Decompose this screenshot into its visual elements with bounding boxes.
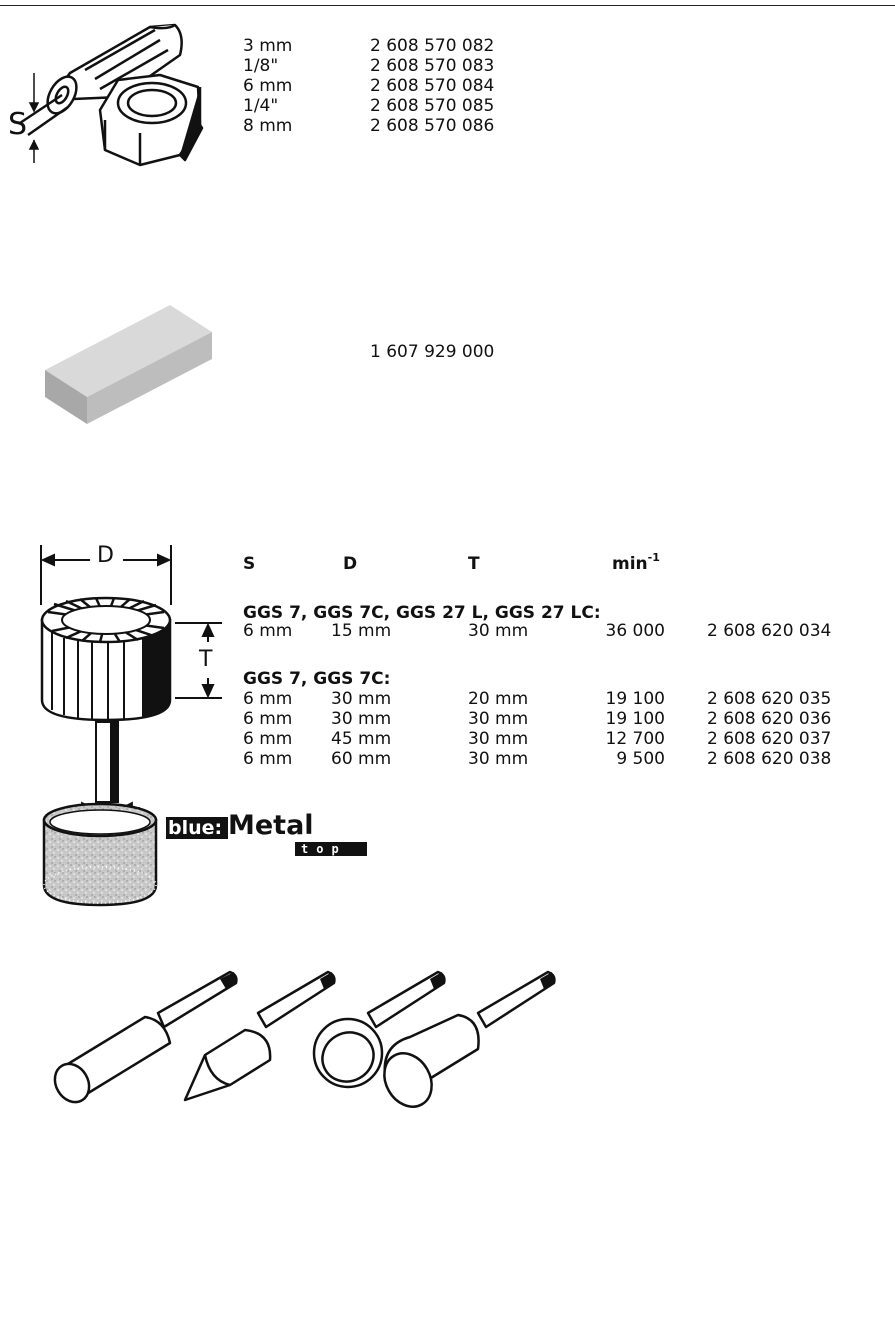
abrasive-sleeve-illustration (42, 802, 158, 907)
table-cell: 30 mm (331, 689, 392, 709)
collet-dimension-label: S (8, 107, 28, 142)
rpm-exponent: -1 (647, 551, 660, 564)
list-item-size: 1/8" (243, 56, 279, 76)
list-item-part: 2 608 570 083 (370, 56, 495, 76)
table-cell: 20 mm (468, 689, 529, 709)
table-cell: 60 mm (331, 749, 392, 769)
col-header-d: D (343, 554, 358, 574)
table-cell: 36 000 (605, 621, 665, 641)
mounted-points-illustration (53, 970, 556, 1108)
table-cell: 12 700 (605, 729, 665, 749)
table-cell: 2 608 620 038 (707, 749, 832, 769)
col-header-t: T (468, 554, 480, 574)
table-cell: 6 mm (243, 729, 293, 749)
collet-nut-illustration (19, 23, 204, 167)
table-cell: 30 mm (468, 729, 529, 749)
list-item-part: 2 608 570 086 (370, 116, 495, 136)
table-cell: 2 608 620 034 (707, 621, 832, 641)
diagram-label-d: D (97, 543, 114, 568)
table-cell: 6 mm (243, 689, 293, 709)
list-item-size: 8 mm (243, 116, 293, 136)
col-header-rpm: min-1 (612, 551, 660, 576)
table-cell: 30 mm (331, 709, 392, 729)
table-cell: 2 608 620 036 (707, 709, 832, 729)
top-rule (0, 5, 895, 6)
table-cell: 9 500 (616, 749, 665, 769)
list-item-size: 6 mm (243, 76, 293, 96)
col-header-s: S (243, 554, 256, 574)
table-cell: 6 mm (243, 749, 293, 769)
block-part-number: 1 607 929 000 (370, 342, 495, 362)
group-title: GGS 7, GGS 7C: (243, 669, 391, 689)
list-item-size: 3 mm (243, 36, 293, 56)
brand-logo-blue: blue: (166, 817, 228, 839)
list-item-part: 2 608 570 084 (370, 76, 495, 96)
table-cell: 30 mm (468, 709, 529, 729)
group-title: GGS 7, GGS 7C, GGS 27 L, GGS 27 LC: (243, 603, 601, 623)
table-cell: 15 mm (331, 621, 392, 641)
table-cell: 6 mm (243, 709, 293, 729)
dressing-block-illustration (45, 305, 212, 424)
brand-logo-metal: Metal (228, 810, 314, 841)
table-cell: 19 100 (605, 689, 665, 709)
sanding-sleeve-illustration (40, 545, 222, 820)
table-cell: 2 608 620 035 (707, 689, 832, 709)
table-cell: 30 mm (468, 749, 529, 769)
rpm-unit: min (612, 554, 648, 574)
table-cell: 6 mm (243, 621, 293, 641)
list-item-part: 2 608 570 085 (370, 96, 495, 116)
table-cell: 45 mm (331, 729, 392, 749)
table-cell: 19 100 (605, 709, 665, 729)
table-cell: 2 608 620 037 (707, 729, 832, 749)
diagram-label-t: T (199, 647, 213, 672)
brand-logo-top: top (295, 842, 367, 856)
table-cell: 30 mm (468, 621, 529, 641)
list-item-size: 1/4" (243, 96, 279, 116)
list-item-part: 2 608 570 082 (370, 36, 495, 56)
